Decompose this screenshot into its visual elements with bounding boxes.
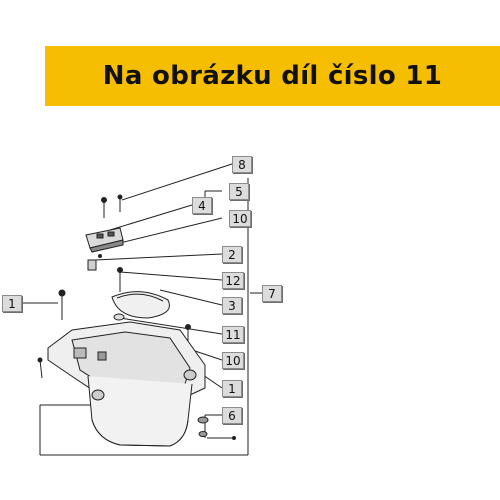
- callout-5: 5: [229, 183, 249, 200]
- leader-4: [109, 204, 193, 231]
- bolt-12-head: [117, 267, 123, 273]
- nut: [113, 313, 125, 321]
- cover-slot-b: [107, 231, 115, 237]
- leader-10b: [191, 349, 223, 361]
- callout-4: 4: [192, 197, 212, 214]
- callout-3: 3: [222, 297, 242, 314]
- callout-7: 7: [262, 285, 282, 302]
- gasket-inner: [116, 293, 164, 302]
- callout-1-left: 1: [2, 295, 22, 312]
- leader-11: [119, 317, 223, 335]
- screw-4-head: [101, 197, 107, 203]
- gasket: [111, 291, 170, 319]
- leader-2: [94, 253, 223, 261]
- clip-part: [87, 259, 97, 271]
- box-lug-left: [91, 389, 105, 401]
- banner-title: Na obrázku díl číslo 11: [102, 61, 443, 91]
- bolt-10b-head: [185, 324, 191, 330]
- callout-6: 6: [222, 407, 242, 424]
- callout-8: 8: [232, 156, 252, 173]
- screw-left: [39, 359, 43, 379]
- box-tab: [73, 347, 87, 359]
- storage-box-body: [87, 375, 193, 447]
- cover-plate-edge: [89, 239, 124, 253]
- washer-b: [198, 431, 208, 437]
- storage-box-bottom: [91, 419, 189, 447]
- leader-3: [159, 289, 223, 306]
- washer: [197, 416, 209, 424]
- box-hole: [97, 351, 107, 361]
- box-lug-right: [183, 369, 197, 381]
- cover-slot-a: [96, 233, 104, 239]
- leader-8: [121, 163, 233, 201]
- screw-left-head: [37, 357, 43, 363]
- leader-10a: [119, 217, 223, 244]
- bolt-1a-head: [58, 289, 66, 297]
- callout-10-lower: 10: [222, 352, 244, 369]
- callout-1-right: 1: [222, 380, 242, 397]
- callout-2: 2: [222, 246, 242, 263]
- leader-12: [119, 271, 223, 281]
- callout-11: 11: [222, 326, 244, 343]
- callout-10: 10: [229, 210, 251, 227]
- screw-8-head: [117, 194, 123, 200]
- callout-12: 12: [222, 272, 244, 289]
- title-banner: Na obrázku díl číslo 11: [45, 46, 500, 106]
